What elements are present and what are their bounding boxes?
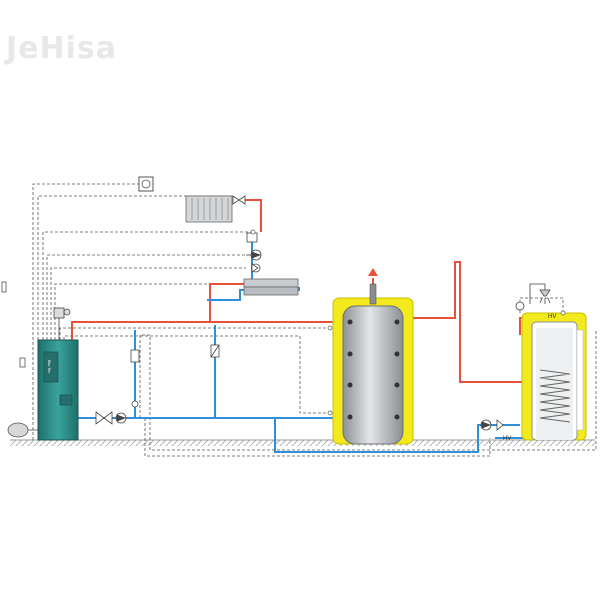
watermark-text: JeHisa [4, 31, 117, 66]
boiler-load-pump [95, 411, 127, 425]
radiator-valve [232, 195, 246, 205]
hot-pipes [71, 199, 530, 383]
radiator [185, 195, 233, 223]
heating-circuit-pump-group [246, 232, 262, 273]
boiler-brand-label: Bio-Tec [47, 360, 52, 373]
dhw-circulation-pump [480, 419, 504, 431]
dhw-tank [521, 312, 587, 441]
distribution-manifold [243, 278, 299, 296]
hv-label-bottom: HV [503, 436, 511, 442]
hv-label-top: HV [548, 314, 556, 320]
mixing-valve [515, 301, 525, 311]
boiler: Bio-Tec [37, 339, 79, 441]
outdoor-sensor [1, 281, 7, 293]
buffer-tank [332, 268, 414, 445]
safety-valve-group [53, 307, 71, 340]
shower-icon [529, 283, 551, 304]
thermostatic-valve [130, 349, 140, 408]
room-thermostat [138, 176, 154, 192]
temperature-sensors [250, 229, 566, 416]
floor [10, 439, 595, 446]
bypass-valve [210, 344, 220, 358]
expansion-vessel [7, 422, 38, 438]
flue-gas-sensor [19, 357, 26, 368]
